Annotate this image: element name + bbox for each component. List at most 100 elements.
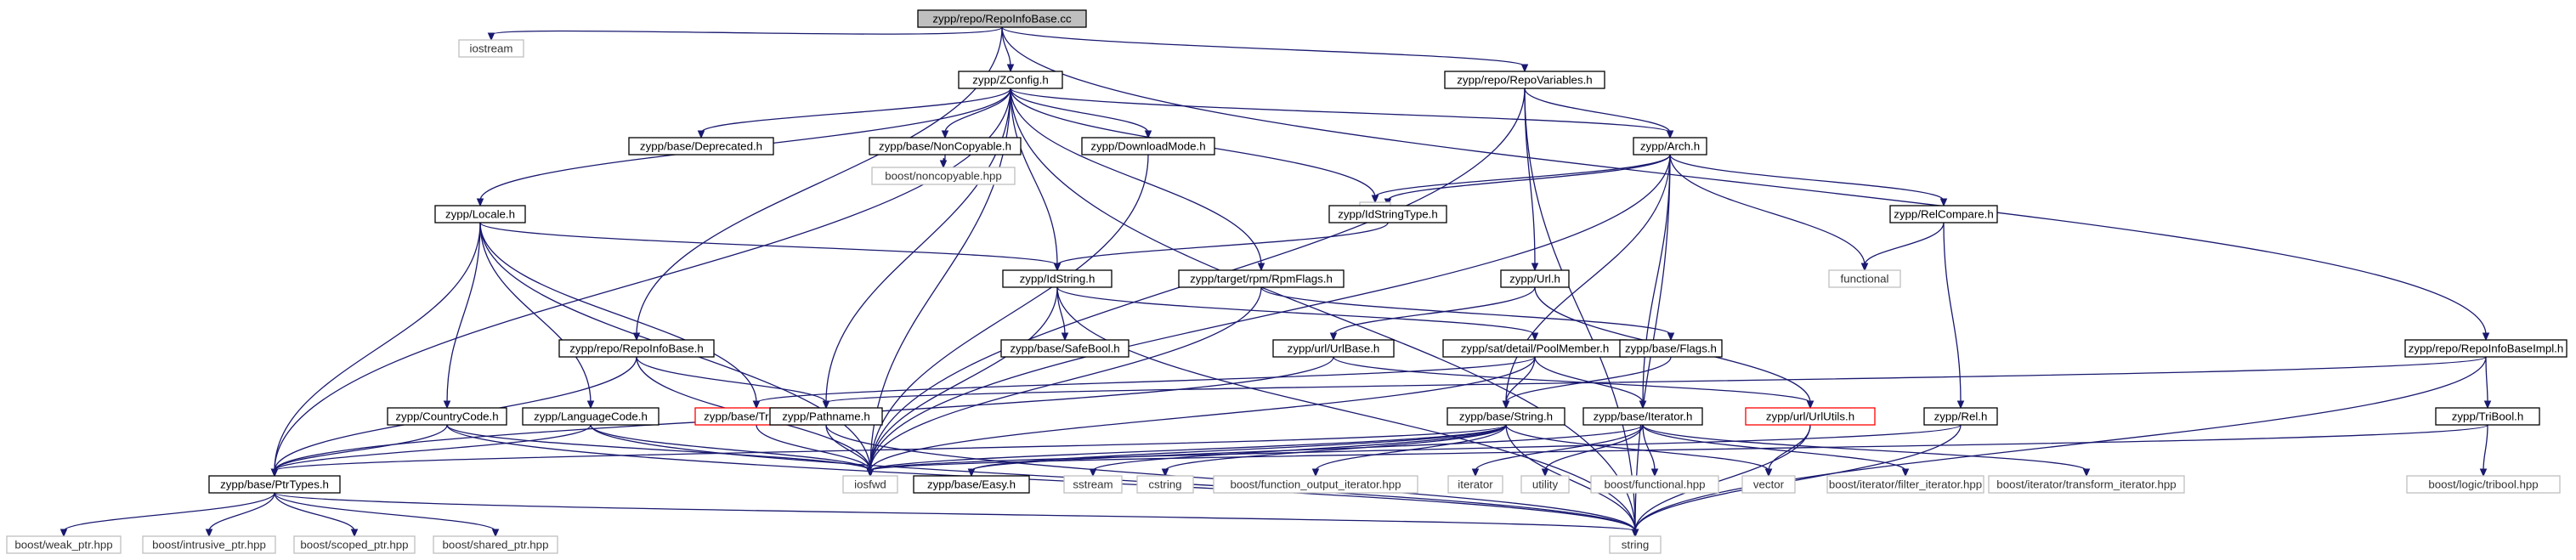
node-url[interactable]: zypp/Url.h [1500,269,1570,288]
node-label: zypp/base/Iterator.h [1594,410,1693,423]
node-easy[interactable]: zypp/base/Easy.h [913,475,1030,494]
node-repovariables[interactable]: zypp/repo/RepoVariables.h [1444,71,1605,89]
node-arch[interactable]: zypp/Arch.h [1633,137,1707,156]
node-label: sstream [1073,478,1112,491]
edge-zconfig-to-deprecated [697,88,1011,139]
edge-repoinfobaseimpl-to-string [1631,356,2487,538]
edge-iterator_h-to-boost_filter_iterator [1642,424,1910,478]
node-iostream: iostream [458,39,524,58]
edge-arch-to-relcompare [1669,154,1948,207]
node-countrycode[interactable]: zypp/CountryCode.h [387,407,507,426]
node-label: zypp/base/Flags.h [1625,342,1717,355]
edge-repoinfobase_cc-to-repoinfobaseimpl [1001,26,2490,342]
node-downloadmode[interactable]: zypp/DownloadMode.h [1081,137,1215,156]
node-label: boost/functional.hpp [1604,478,1705,491]
edge-arch-to-set [1371,154,1671,204]
node-label: zypp/LanguageCode.h [534,410,648,423]
node-label: zypp/CountryCode.h [395,410,498,423]
node-label: vector [1753,478,1785,491]
node-label: boost/noncopyable.hpp [885,170,1002,183]
node-string-h[interactable]: zypp/base/String.h [1447,407,1565,426]
node-label: cstring [1148,478,1181,491]
edge-iterator_h-to-easy [967,424,1644,478]
node-boost-weak-ptr: boost/weak_ptr.hpp [6,535,122,554]
node-label: zypp/Pathname.h [782,410,870,423]
edge-zconfig-to-downloadmode [1010,88,1152,139]
node-layer: zypp/repo/RepoInfoBase.cc iostream zypp/ZC… [6,9,2568,554]
node-safebool[interactable]: zypp/base/SafeBool.h [1000,339,1129,358]
edge-poolmember-to-tr1hash [752,356,1536,410]
node-flags[interactable]: zypp/base/Flags.h [1619,339,1723,358]
node-relcompare[interactable]: zypp/RelCompare.h [1889,205,1998,223]
edge-url-to-urlbase [1329,286,1536,342]
node-urlbase[interactable]: zypp/url/UrlBase.h [1272,339,1395,358]
edge-zconfig-to-idstring [1010,88,1062,272]
node-label: zypp/Url.h [1509,273,1560,286]
edge-iterator_h-to-boost_transform_iterator [1642,424,2091,478]
node-label: zypp/base/Easy.h [927,478,1016,491]
edge-repoinfobase_h-to-pathname [636,356,830,410]
node-deprecated[interactable]: zypp/base/Deprecated.h [628,137,774,156]
node-iterator-h[interactable]: zypp/base/Iterator.h [1582,407,1703,426]
node-label: zypp/repo/RepoVariables.h [1457,74,1592,87]
edge-zconfig-to-rpmflags [1010,88,1265,272]
edge-idstring-to-poolmember [1056,286,1539,342]
node-pathname[interactable]: zypp/Pathname.h [769,407,883,426]
edge-iterator_h-to-utility [1541,424,1644,478]
node-poolmember[interactable]: zypp/sat/detail/PoolMember.h [1442,339,1628,358]
edge-idstring-to-iosfwd [866,286,1058,478]
edge-string_h-to-easy [967,424,1507,478]
node-noncopyable[interactable]: zypp/base/NonCopyable.h [869,137,1022,156]
node-label: zypp/Locale.h [445,208,515,221]
node-rpmflags[interactable]: zypp/target/rpm/RpmFlags.h [1178,269,1345,288]
edge-ptrtypes-to-boost_weak_ptr [59,492,275,538]
edge-repoinfobase_cc-to-iostream [487,26,1003,42]
node-label: iosfwd [854,478,886,491]
edge-locale-to-countrycode [443,222,481,410]
edge-tribool-to-boost_tribool [2479,424,2488,478]
node-iterator: iterator [1447,475,1503,494]
node-rel[interactable]: zypp/Rel.h [1923,407,1998,426]
node-locale[interactable]: zypp/Locale.h [434,205,526,223]
node-label: zypp/repo/RepoInfoBase.cc [932,13,1072,25]
node-label: zypp/base/PtrTypes.h [220,478,329,491]
edge-noncopyable-to-boost_noncopyable [939,154,948,169]
node-ptrtypes[interactable]: zypp/base/PtrTypes.h [208,475,341,494]
edge-urlutils-to-vector [1764,424,1811,478]
edge-idstring-to-safebool [1056,286,1069,342]
edge-ptrtypes-to-boost_shared_ptr [274,492,500,538]
node-functional: functional [1828,269,1901,288]
node-label: zypp/Arch.h [1640,140,1700,153]
node-repoinfobase-cc[interactable]: zypp/repo/RepoInfoBase.cc [917,9,1087,28]
node-iosfwd: iosfwd [842,475,898,494]
edge-repoinfobase_cc-to-repovariables [1001,26,1529,73]
node-sstream: sstream [1063,475,1123,494]
node-urlutils[interactable]: zypp/url/UrlUtils.h [1745,407,1876,426]
node-boost-functional: boost/functional.hpp [1590,475,1719,494]
node-label: zypp/TriBool.h [2452,410,2524,423]
edge-ptrtypes-to-boost_scoped_ptr [274,492,359,538]
edge-ptrtypes-to-string [274,492,1639,538]
edge-repoinfobaseimpl-to-tribool [2483,356,2492,410]
node-repoinfobaseimpl[interactable]: zypp/repo/RepoInfoBaseImpl.h [2404,339,2568,358]
node-label: boost/function_output_iterator.hpp [1230,478,1401,491]
node-idstringtype[interactable]: zypp/IdStringType.h [1328,205,1447,223]
node-label: zypp/sat/detail/PoolMember.h [1461,342,1609,355]
node-label: boost/scoped_ptr.hpp [300,539,408,552]
node-boost-shared-ptr: boost/shared_ptr.hpp [433,535,558,554]
node-languagecode[interactable]: zypp/LanguageCode.h [522,407,660,426]
node-zconfig[interactable]: zypp/ZConfig.h [958,71,1063,89]
edge-locale-to-ptrtypes [270,222,481,478]
node-label: boost/logic/tribool.hpp [2428,478,2538,491]
node-label: zypp/base/NonCopyable.h [879,140,1011,153]
edge-flags-to-string_h [1502,356,1672,410]
edge-repovariables-to-arch [1524,88,1674,139]
edge-rpmflags-to-flags [1260,286,1675,342]
node-repoinfobase-h[interactable]: zypp/repo/RepoInfoBase.h [558,339,715,358]
node-tribool[interactable]: zypp/TriBool.h [2435,407,2540,426]
node-label: zypp/Rel.h [1934,410,1988,423]
node-label: zypp/url/UrlUtils.h [1766,410,1854,423]
node-idstring[interactable]: zypp/IdString.h [1002,269,1112,288]
edge-arch-to-idstringtype [1384,154,1671,207]
